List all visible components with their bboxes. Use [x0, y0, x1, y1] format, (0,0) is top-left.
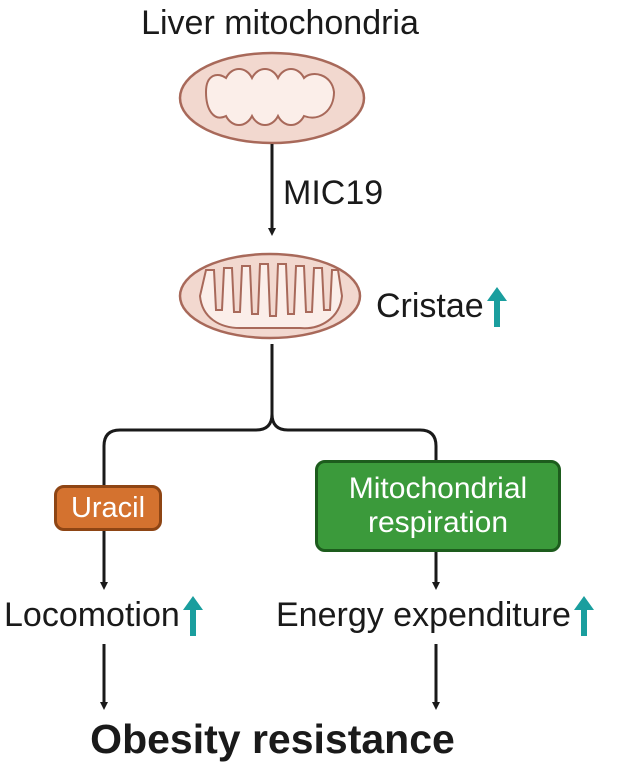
mitochondrion-sparse-cristae-icon [178, 51, 366, 145]
mitochondrion-dense-cristae-icon [178, 252, 362, 340]
up-arrow-icon [573, 596, 594, 636]
title-liver-mitochondria: Liver mitochondria [141, 4, 419, 42]
energy-expenditure-label: Energy expenditure [276, 596, 571, 634]
energy-expenditure-label-group: Energy expenditure [276, 594, 596, 636]
locomotion-label-group: Locomotion [4, 594, 205, 636]
uracil-box: Uracil [54, 485, 162, 531]
respiration-label-line2: respiration [367, 506, 509, 539]
mitochondrial-respiration-box: Mitochondrial respiration [315, 460, 561, 552]
respiration-label-line1: Mitochondrial [348, 471, 528, 505]
branch-connector [102, 344, 438, 487]
outcome-obesity-resistance: Obesity resistance [90, 716, 455, 762]
uracil-label: Uracil [70, 491, 146, 524]
locomotion-label: Locomotion [4, 596, 180, 634]
up-arrow-icon [182, 596, 203, 636]
cristae-label-group: Cristae [376, 285, 509, 327]
up-arrow-icon [486, 287, 507, 327]
regulator-label-mic19: MIC19 [283, 174, 384, 212]
cristae-label: Cristae [376, 287, 484, 325]
